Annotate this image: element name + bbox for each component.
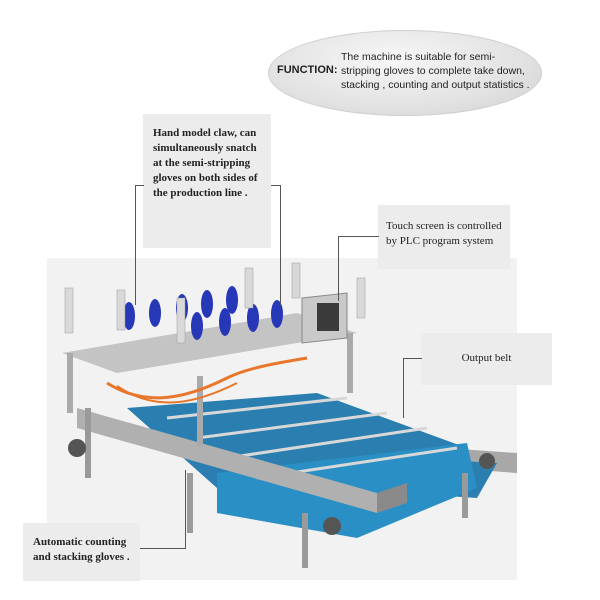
frame-leg (187, 473, 193, 533)
cylinders (64, 262, 366, 344)
leader-line-output-h (403, 358, 422, 359)
gantry-post (197, 376, 203, 446)
leader-line-touch-v (338, 236, 339, 301)
motor (68, 439, 86, 457)
belt-rail (226, 426, 428, 460)
frame-corner (377, 483, 407, 513)
leader-line-counting-v (185, 470, 186, 549)
function-ellipse (268, 30, 542, 116)
leader-line-touch-h (338, 236, 379, 237)
motor (479, 453, 495, 469)
function-label: FUNCTION: (277, 64, 338, 76)
leader-line-claw-left-h (135, 185, 144, 186)
belt-rail (196, 411, 388, 440)
glove-stacking-machine-image (62, 262, 517, 568)
leader-line-claw-right-h (271, 185, 281, 186)
cable (106, 356, 308, 400)
touch-screen (317, 303, 339, 331)
leader-line-claw-left (135, 185, 136, 305)
frame-leg (85, 408, 91, 478)
function-description: The machine is suitable for semi-strippi… (341, 51, 530, 91)
gantry-top (62, 313, 357, 373)
gantry-post (67, 353, 73, 413)
leader-line-output-v (403, 358, 404, 418)
leader-line-claw-right (280, 185, 281, 305)
frame-leg (462, 473, 468, 518)
callout-output-belt: Output belt (421, 333, 552, 385)
cable (116, 382, 238, 404)
callout-automatic-counting: Automatic counting and stacking gloves . (23, 523, 140, 581)
leader-line-counting-h (140, 548, 185, 549)
callout-touch-screen: Touch screen is controlled by PLC progra… (378, 205, 510, 269)
gantry-post (347, 333, 353, 393)
motor (323, 517, 341, 535)
frame-leg (302, 513, 308, 568)
callout-hand-model-claw: Hand model claw, can simultaneously snat… (143, 114, 271, 248)
front-frame-rail (77, 408, 377, 513)
